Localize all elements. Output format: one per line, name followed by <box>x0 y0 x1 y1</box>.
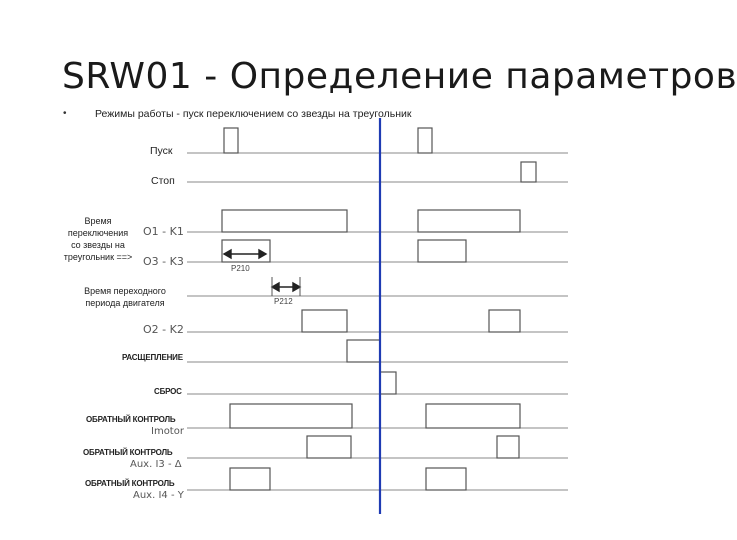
pusk-pulse-2 <box>417 127 433 154</box>
fb1-pulse-1 <box>229 403 353 429</box>
stop-pulse <box>520 161 537 183</box>
o1k1-pulse-1 <box>221 209 348 233</box>
label-fb1-title: ОБРАТНЫЙ КОНТРОЛЬ <box>86 415 176 424</box>
fb2-pulse-1 <box>306 435 352 459</box>
o3k3-pulse-2 <box>417 239 467 263</box>
label-p210: P210 <box>231 264 250 273</box>
label-fb3-title: ОБРАТНЫЙ КОНТРОЛЬ <box>85 479 175 488</box>
label-reset: СБРОС <box>154 387 182 396</box>
label-o1k1: O1 - K1 <box>143 225 184 238</box>
pusk-pulse-1 <box>223 127 239 154</box>
label-fb2-title: ОБРАТНЫЙ КОНТРОЛЬ <box>83 448 173 457</box>
label-fb2-sub: Aux. I3 - Δ <box>130 459 182 470</box>
label-switch-time: Время переключения со звезды на треуголь… <box>63 216 133 262</box>
label-fb1-sub: Imotor <box>151 426 184 437</box>
reset-pulse <box>379 371 397 395</box>
bullet-dot: • <box>63 108 67 119</box>
o1k1-pulse-2 <box>417 209 521 233</box>
o2k2-pulse-2 <box>488 309 521 333</box>
o3k3-pulse-1 <box>221 239 271 263</box>
fb2-pulse-2 <box>496 435 520 459</box>
label-pusk: Пуск <box>150 145 173 157</box>
fb1-pulse-2 <box>425 403 521 429</box>
o2k2-pulse-1 <box>301 309 348 333</box>
slide-subtitle: Режимы работы - пуск переключением со зв… <box>95 108 412 120</box>
fb3-pulse-1 <box>229 467 271 491</box>
split-pulse <box>346 339 381 363</box>
label-p212: P212 <box>274 297 293 306</box>
label-transition-time: Время переходного периода двигателя <box>84 286 166 308</box>
label-split: РАСЩЕПЛЕНИЕ <box>122 353 183 362</box>
label-stop: Стоп <box>151 175 175 187</box>
timing-diagram <box>187 118 568 514</box>
label-fb3-sub: Aux. I4 - Y <box>133 490 184 501</box>
p210-arrow <box>222 248 268 260</box>
p212-arrow <box>270 281 302 293</box>
label-o3k3: O3 - K3 <box>143 255 184 268</box>
fb3-pulse-2 <box>425 467 467 491</box>
slide-title: SRW01 - Определение параметров <box>62 56 737 97</box>
label-o2k2: O2 - K2 <box>143 323 184 336</box>
